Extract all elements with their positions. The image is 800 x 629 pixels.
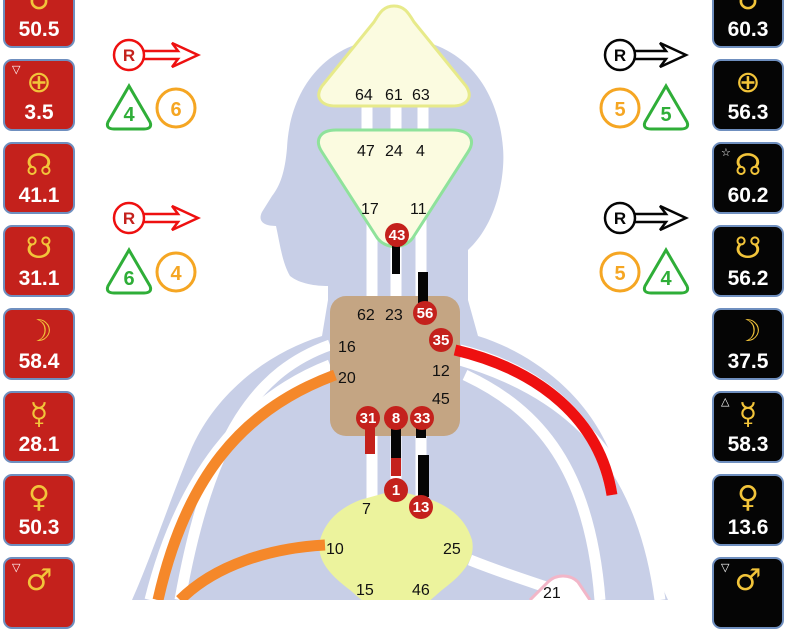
svg-text:6: 6 xyxy=(170,99,181,121)
svg-text:8: 8 xyxy=(392,410,400,427)
venus-icon: ♀ xyxy=(737,480,759,515)
svg-text:4: 4 xyxy=(170,263,182,285)
gate-10: 10 xyxy=(326,541,344,558)
personality-planet-mercury: △ ☿ 58.3 xyxy=(712,391,784,463)
throat-center xyxy=(330,296,460,436)
gate-23: 23 xyxy=(385,307,403,324)
svg-text:56: 56 xyxy=(417,305,434,322)
personality-planet-south-node: ☋ 56.2 xyxy=(712,225,784,297)
gate-16: 16 xyxy=(338,339,356,356)
mercury-icon: ☿ xyxy=(738,397,758,432)
svg-text:R: R xyxy=(614,46,626,65)
active-gate-35: 35 xyxy=(429,328,453,352)
variable-right-bottom: R 5 4 xyxy=(599,201,690,295)
active-gate-1: 1 xyxy=(384,478,408,502)
activated-channels xyxy=(152,240,618,600)
personality-planet-earth-top: ♁ 60.3 xyxy=(712,0,784,48)
bodygraph: 64 61 63 47 24 4 17 11 62 23 16 20 12 45… xyxy=(105,4,690,600)
design-planet-moon: ☽ 58.4 xyxy=(3,308,75,380)
personality-planet-moon: ☽ 37.5 xyxy=(712,308,784,380)
gate-21: 21 xyxy=(543,585,561,600)
design-planet-earth: ▽ ⊕ 3.5 xyxy=(3,59,75,131)
svg-text:43: 43 xyxy=(389,227,406,244)
gate-7: 7 xyxy=(362,501,371,518)
gate-45: 45 xyxy=(432,391,450,408)
earth-icon: ⊕ xyxy=(26,65,52,100)
gate-24: 24 xyxy=(385,143,403,160)
design-planet-south-node: ☋ 31.1 xyxy=(3,225,75,297)
design-planet-north-node: ☊ 41.1 xyxy=(3,142,75,214)
personality-planet-earth: ⊕ 56.3 xyxy=(712,59,784,131)
gate-4: 4 xyxy=(416,143,425,160)
moon-icon: ☽ xyxy=(734,314,762,349)
svg-text:R: R xyxy=(123,209,135,228)
mercury-icon: ☿ xyxy=(29,397,49,432)
variable-right-top: R 5 5 xyxy=(599,38,690,131)
svg-text:5: 5 xyxy=(614,263,625,285)
north-node-icon: ☊ xyxy=(25,148,53,183)
svg-text:4: 4 xyxy=(660,268,672,290)
active-gate-33: 33 xyxy=(410,406,434,430)
earth-symbol-icon: ♁ xyxy=(737,0,759,18)
variable-left-top: R 4 6 xyxy=(105,38,201,131)
north-node-icon: ☊ xyxy=(734,148,762,183)
variable-left-bottom: R 6 4 xyxy=(105,201,201,295)
south-node-icon: ☋ xyxy=(734,231,762,266)
personality-planet-mars: ▽ ♂ xyxy=(712,557,784,629)
svg-text:R: R xyxy=(123,46,135,65)
svg-text:35: 35 xyxy=(433,332,450,349)
spleen-center-partial xyxy=(528,574,592,600)
design-planet-mercury: ☿ 28.1 xyxy=(3,391,75,463)
mars-icon: ♂ xyxy=(734,563,762,598)
gate-12: 12 xyxy=(432,363,450,380)
personality-planet-venus: ♀ 13.6 xyxy=(712,474,784,546)
gate-25: 25 xyxy=(443,541,461,558)
design-planet-venus: ♀ 50.3 xyxy=(3,474,75,546)
gate-17: 17 xyxy=(361,201,379,218)
personality-planet-north-node: ☆ ☊ 60.2 xyxy=(712,142,784,214)
svg-text:1: 1 xyxy=(392,482,400,499)
gate-46: 46 xyxy=(412,582,430,599)
svg-text:33: 33 xyxy=(414,410,431,427)
earth-symbol-icon: ♁ xyxy=(28,0,50,18)
active-gate-43: 43 xyxy=(385,223,409,247)
g-center xyxy=(319,490,473,600)
design-planet-earth-top: ♁ 50.5 xyxy=(3,0,75,48)
earth-icon: ⊕ xyxy=(735,65,761,100)
svg-text:31: 31 xyxy=(360,410,377,427)
gate-61: 61 xyxy=(385,87,403,104)
svg-text:5: 5 xyxy=(614,99,625,121)
gate-15: 15 xyxy=(356,582,374,599)
active-gate-56: 56 xyxy=(413,301,437,325)
active-gate-31: 31 xyxy=(356,406,380,430)
gate-62: 62 xyxy=(357,307,375,324)
head-center xyxy=(317,4,471,108)
south-node-icon: ☋ xyxy=(25,231,53,266)
gate-63: 63 xyxy=(412,87,430,104)
gate-20: 20 xyxy=(338,370,356,387)
svg-text:6: 6 xyxy=(123,268,134,290)
mars-icon: ♂ xyxy=(25,563,53,598)
moon-icon: ☽ xyxy=(25,314,53,349)
gate-64: 64 xyxy=(355,87,373,104)
gate-labels: 64 61 63 47 24 4 17 11 62 23 16 20 12 45… xyxy=(326,87,561,600)
gate-47: 47 xyxy=(357,143,375,160)
gate-11: 11 xyxy=(410,201,427,218)
venus-icon: ♀ xyxy=(28,480,50,515)
active-gate-8: 8 xyxy=(384,406,408,430)
svg-text:13: 13 xyxy=(413,499,430,516)
svg-text:R: R xyxy=(614,209,626,228)
active-gate-13: 13 xyxy=(409,495,433,519)
design-planet-mars: ▽ ♂ xyxy=(3,557,75,629)
active-gates: 43 56 35 31 8 33 1 13 xyxy=(356,223,453,519)
svg-text:5: 5 xyxy=(660,104,671,126)
svg-text:4: 4 xyxy=(123,104,135,126)
